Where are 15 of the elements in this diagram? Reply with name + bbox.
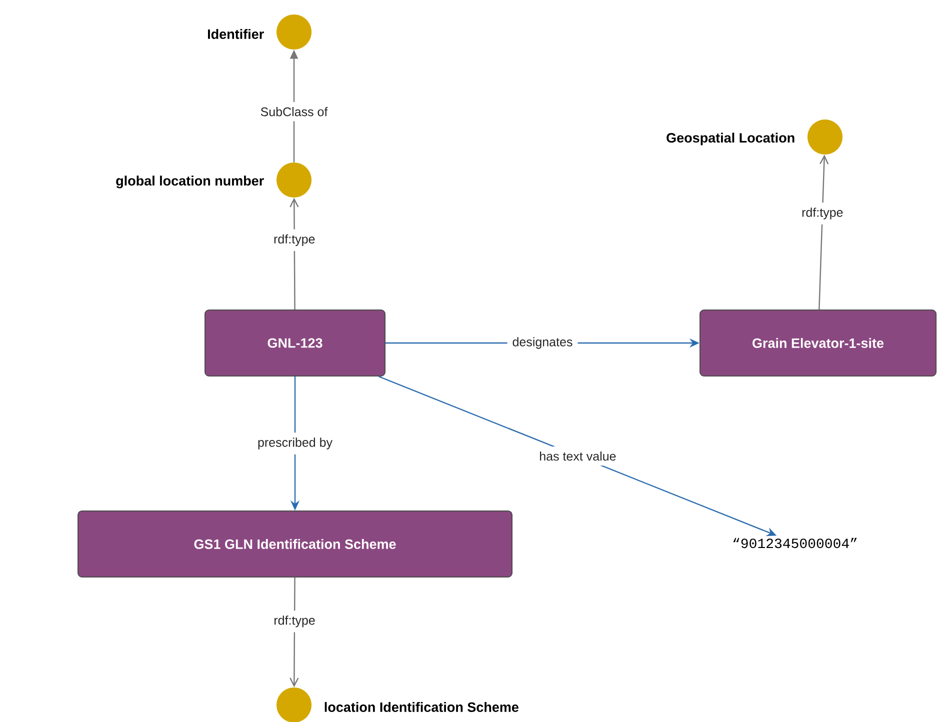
edge-label: rdf:type	[268, 610, 320, 632]
class-label: Identifier	[208, 29, 264, 39]
class-label: global location number	[116, 176, 264, 188]
instance-box: GNL-123	[204, 310, 386, 376]
edge-label: rdf:type	[796, 202, 848, 224]
edge-label: designates	[507, 332, 578, 354]
literal-value: “9012345000004”	[733, 538, 857, 548]
class-label: Geospatial Location	[666, 132, 794, 146]
edge-label: rdf:type	[268, 229, 320, 251]
edge-label: has text value	[534, 446, 622, 466]
instance-box: GS1 GLN Identification Scheme	[78, 510, 512, 578]
class-label: location Identification Scheme	[324, 702, 518, 712]
edge-label: prescribed by	[252, 432, 338, 454]
edge-label: SubClass of	[255, 102, 333, 122]
instance-box: Grain Elevator-1-site	[700, 310, 936, 376]
